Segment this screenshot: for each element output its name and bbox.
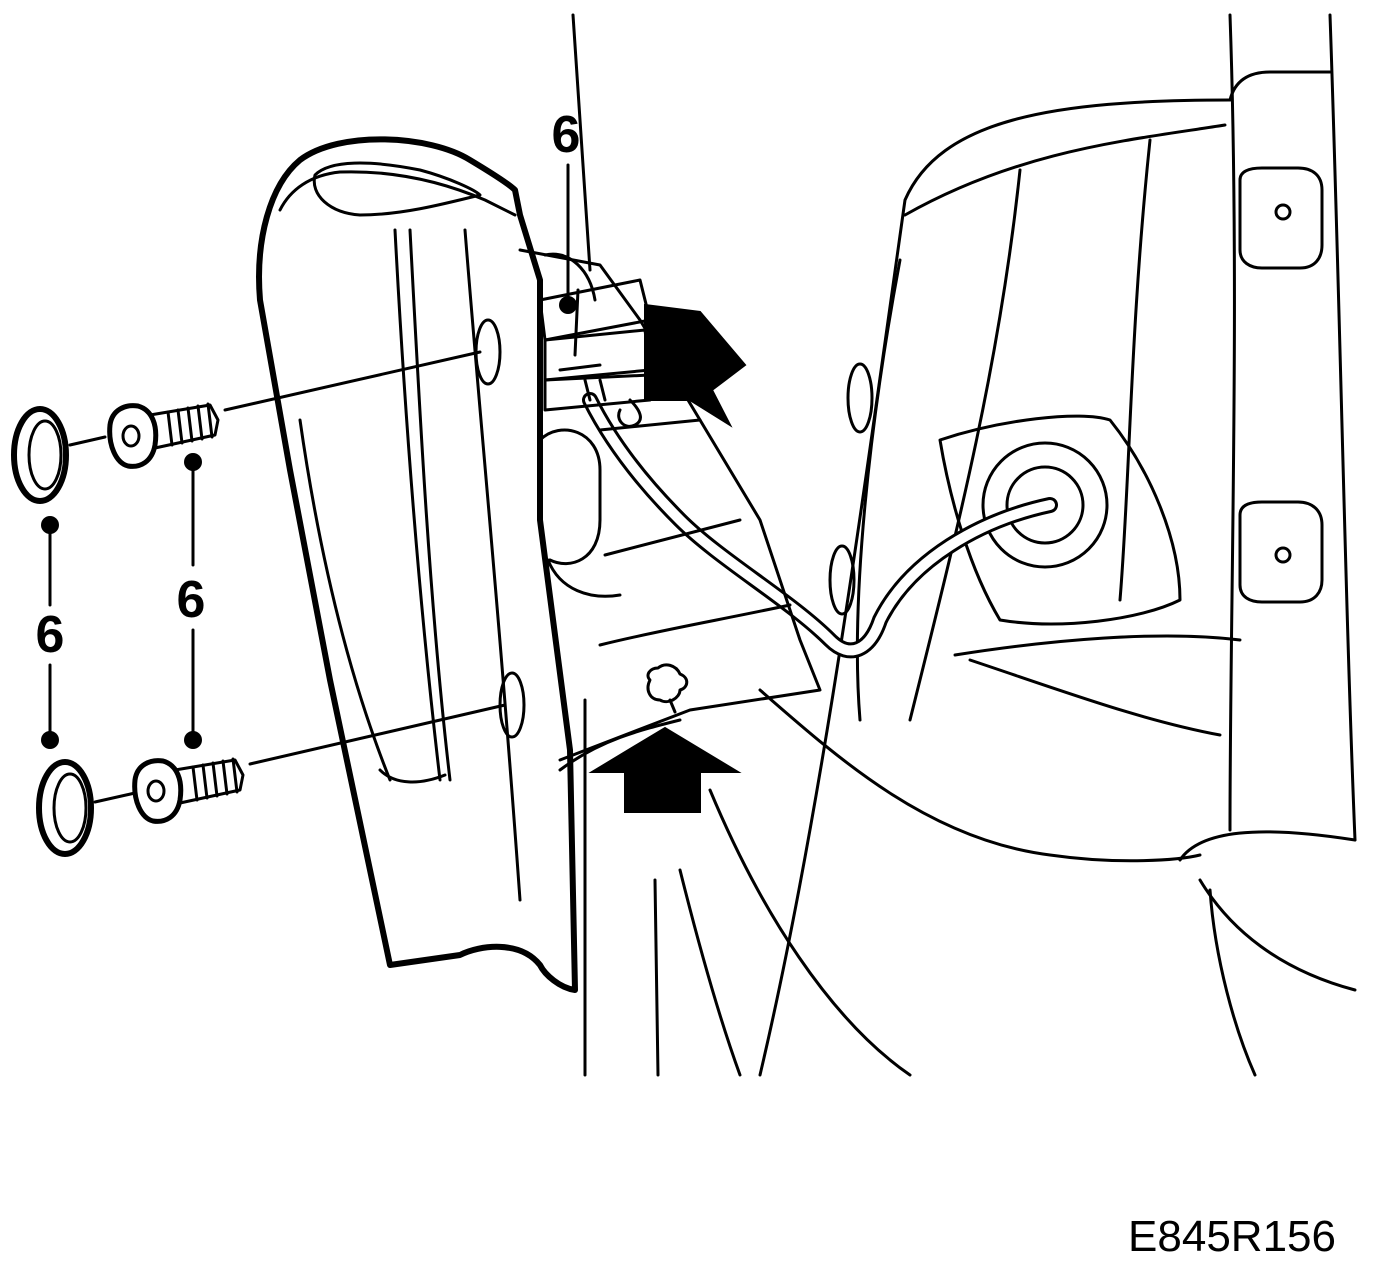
- lower-cover-cap: [36, 759, 94, 857]
- direction-arrows: [588, 303, 747, 813]
- callout-caps: 6: [36, 606, 65, 664]
- figure-reference-code: E845R156: [1128, 1212, 1336, 1261]
- tail-lamp-unit: [256, 136, 578, 993]
- callout-screws: 6: [177, 571, 206, 629]
- cable-grommet: [582, 392, 1182, 659]
- lamp-bracket: [518, 248, 822, 772]
- diagonal-arrow-icon: [644, 303, 747, 428]
- screw-alignment-lines: [68, 350, 507, 804]
- callout-dots: [41, 296, 577, 749]
- callout-leaders: [48, 163, 570, 742]
- lower-screw: [132, 757, 245, 824]
- upper-screw: [107, 402, 220, 469]
- upper-cover-cap: [11, 406, 69, 504]
- body-panel: [571, 13, 1357, 1077]
- callout-connector: 6: [552, 106, 581, 164]
- up-arrow-icon: [588, 726, 742, 813]
